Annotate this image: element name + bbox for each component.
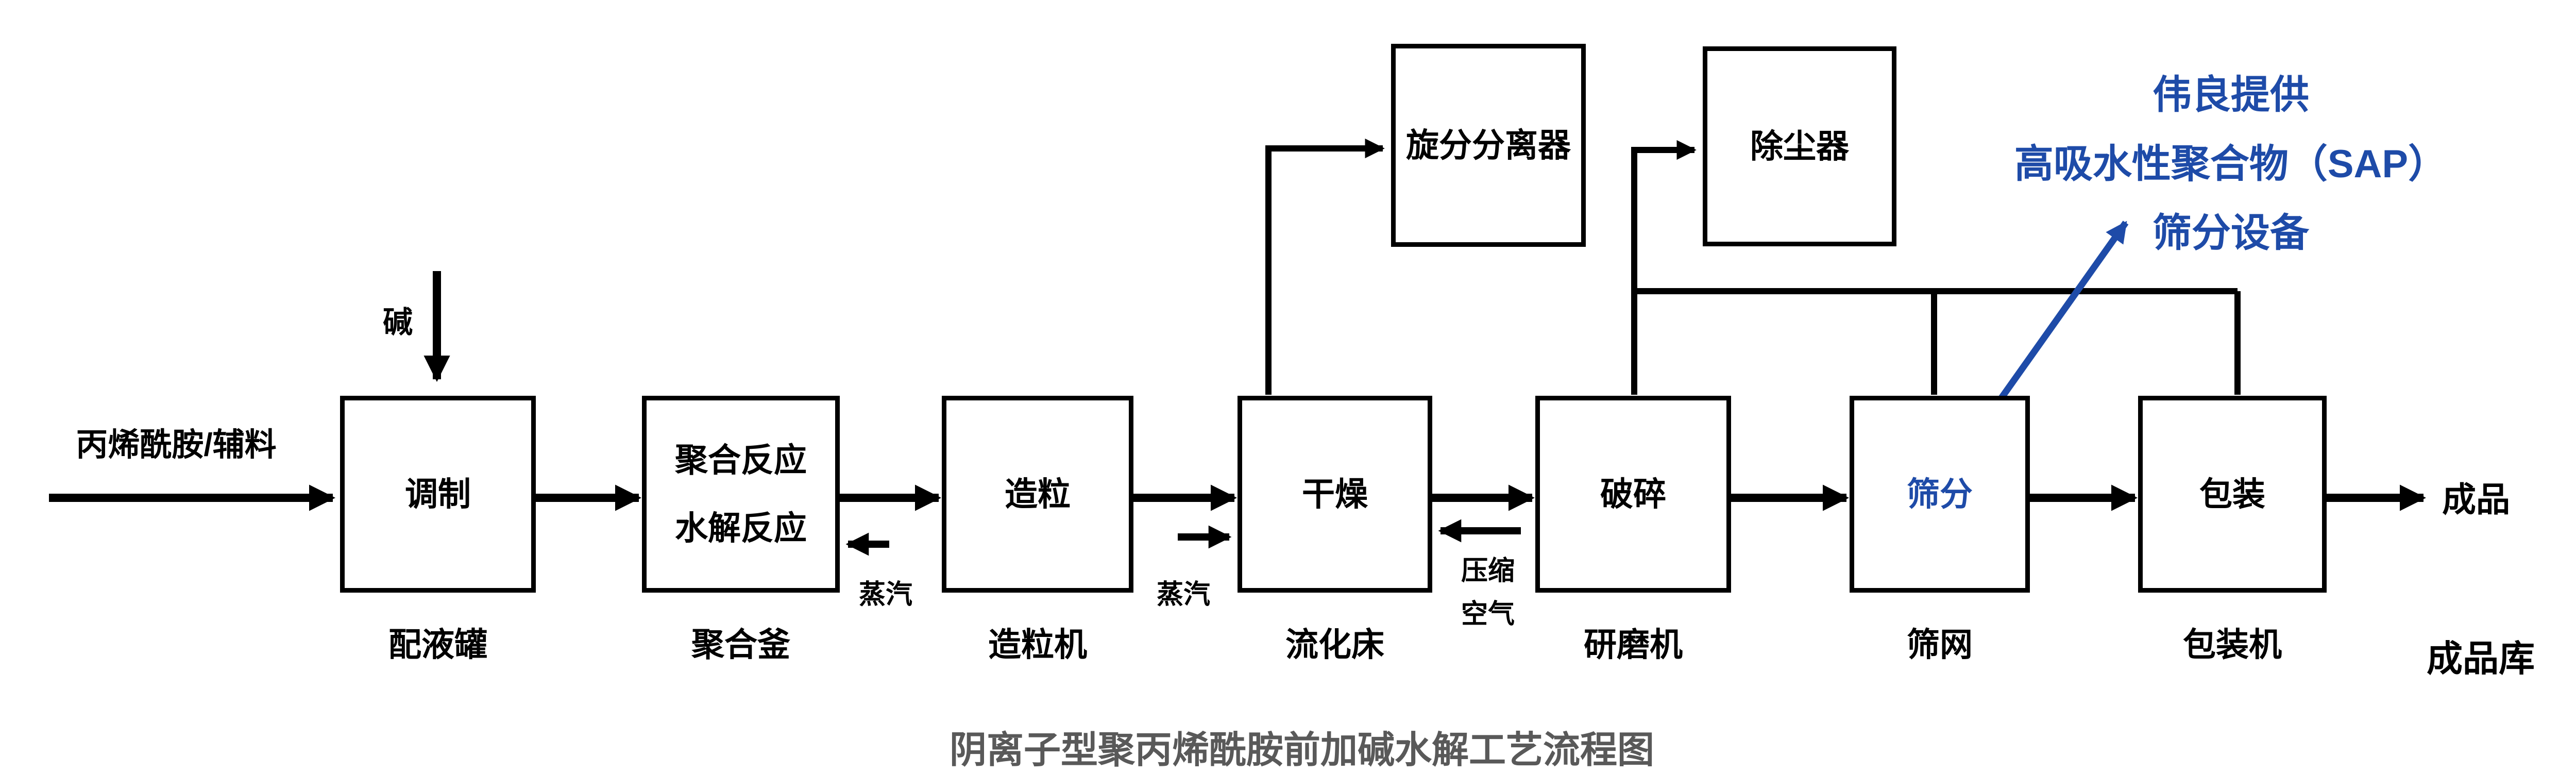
node-mixing-label: 调制: [405, 476, 471, 513]
equipment-label-fluidized-bed: 流化床: [1285, 626, 1384, 663]
steam-label-dryer: 蒸汽: [1156, 580, 1211, 610]
steam-label-polymerizer: 蒸汽: [858, 580, 913, 610]
feed-label: 丙烯酰胺/辅料: [76, 427, 277, 463]
node-reaction: 聚合反应 水解反应: [642, 396, 840, 593]
equipment-label-granulator: 造粒机: [988, 626, 1087, 663]
duct-dryer-to-cyclone: [1265, 138, 1385, 395]
node-dust-collector: 除尘器: [1703, 46, 1896, 246]
compressed-air-label-line1: 压缩: [1461, 556, 1515, 586]
warehouse-label: 成品库: [2427, 638, 2535, 679]
equipment-label-packing-machine: 包装机: [2183, 626, 2282, 663]
node-granulation: 造粒: [942, 396, 1133, 593]
node-packing-label: 包装: [2199, 476, 2265, 513]
vendor-annotation-line3: 筛分设备: [2153, 211, 2309, 255]
diagram-caption: 阴离子型聚丙烯酰胺前加碱水解工艺流程图: [949, 730, 1655, 771]
node-crushing: 破碎: [1535, 396, 1731, 593]
equipment-label-solution-tank: 配液罐: [388, 626, 487, 663]
node-drying: 干燥: [1238, 396, 1432, 593]
vendor-annotation-line1: 伟良提供: [2153, 73, 2309, 117]
compressed-air-label: 压缩 空气: [1461, 549, 1515, 636]
vendor-annotation: 伟良提供 高吸水性聚合物（SAP） 筛分设备: [2014, 61, 2447, 268]
node-screening: 筛分: [1850, 396, 2030, 593]
node-packing: 包装: [2138, 396, 2327, 593]
node-cyclone-separator-label: 旋分分离器: [1406, 127, 1571, 164]
node-granulation-label: 造粒: [1005, 476, 1071, 513]
product-label: 成品: [2442, 480, 2510, 518]
equipment-label-grinder: 研磨机: [1584, 626, 1683, 663]
alkali-label: 碱: [382, 306, 413, 339]
node-screening-label: 筛分: [1907, 476, 1973, 513]
equipment-label-polymerizer: 聚合釜: [691, 626, 790, 663]
duct-crusher-to-dust-collector: [1631, 140, 1697, 395]
node-crushing-label: 破碎: [1600, 476, 1666, 513]
node-dust-collector-label: 除尘器: [1750, 128, 1849, 165]
node-drying-label: 干燥: [1302, 476, 1368, 513]
vendor-annotation-line2: 高吸水性聚合物（SAP）: [2014, 142, 2448, 186]
node-cyclone-separator: 旋分分离器: [1391, 44, 1586, 247]
compressed-air-label-line2: 空气: [1461, 599, 1515, 629]
node-reaction-label-line1: 聚合反应: [675, 442, 807, 479]
node-reaction-label-line2: 水解反应: [675, 510, 807, 547]
equipment-label-screen-mesh: 筛网: [1907, 626, 1973, 663]
node-mixing: 调制: [340, 396, 536, 593]
